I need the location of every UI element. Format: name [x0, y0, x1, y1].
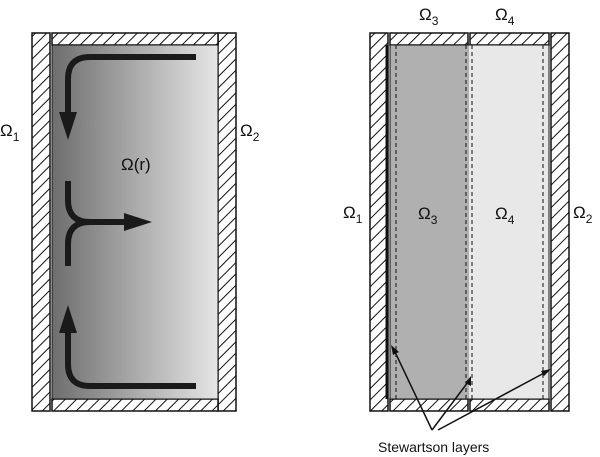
annotation-arrows	[391, 345, 551, 431]
region-label-omega3: Ω3	[418, 204, 438, 227]
down-arrow-icon	[59, 112, 77, 140]
outer-region	[469, 45, 549, 399]
left-top-lid	[51, 32, 219, 46]
top-label-omega4: Ω4	[495, 5, 515, 28]
right-bottom-lid-inner	[389, 398, 469, 412]
right-bottom-lid-outer	[469, 398, 550, 412]
fluid-label-omega-r: Ω(r)	[121, 155, 151, 174]
bottom-flow-path	[65, 330, 196, 389]
left-label-omega1: Ω1	[0, 121, 20, 144]
inner-region	[390, 45, 469, 399]
left-inner-wall	[31, 32, 51, 412]
top-flow-path	[65, 54, 196, 115]
left-label-omega2: Ω2	[240, 121, 260, 144]
left-bottom-lid	[51, 398, 219, 412]
right-outer-wall	[550, 32, 570, 412]
right-inner-wall	[369, 32, 389, 412]
left-outer-wall	[217, 32, 237, 412]
right-label-omega2: Ω2	[573, 203, 593, 226]
right-fluid-outline	[389, 44, 550, 400]
stewartson-layers-caption: Stewartson layers	[378, 439, 489, 455]
right-top-lid-inner	[389, 32, 469, 46]
right-arrow-icon	[124, 213, 152, 231]
mid-flow-path-lower	[65, 219, 91, 266]
up-arrow-icon	[59, 305, 77, 333]
right-top-lid-outer	[469, 32, 550, 46]
left-panel: Ω1 Ω2 Ω(r)	[0, 32, 260, 412]
region-label-omega4: Ω4	[495, 204, 515, 227]
top-label-omega3: Ω3	[419, 5, 439, 28]
right-label-omega1: Ω1	[343, 203, 363, 226]
right-panel: Ω3 Ω4 Ω1 Ω2 Ω3 Ω4 Stewartson layers	[343, 5, 593, 455]
